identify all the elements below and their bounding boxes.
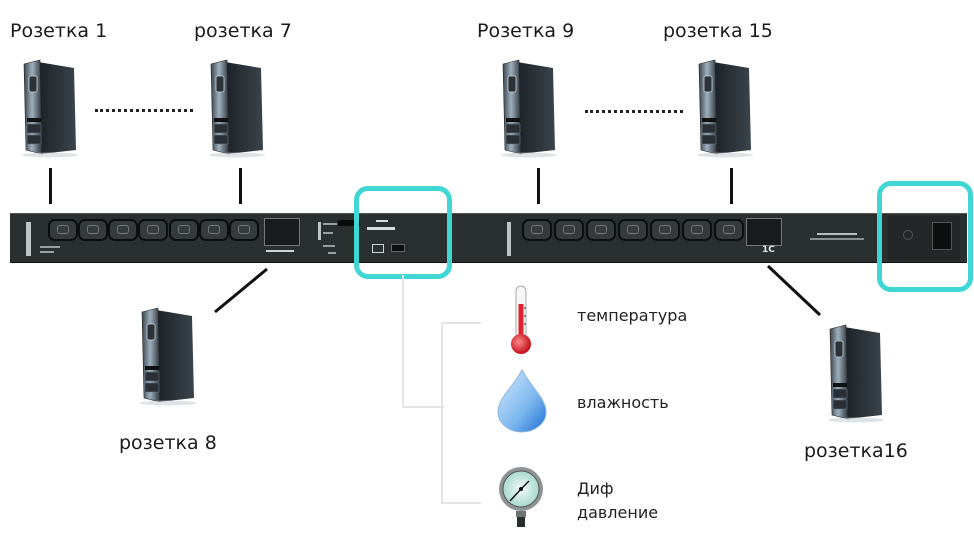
outlet-15-label: розетка 15 (663, 20, 773, 42)
connector-outlet-1 (49, 168, 52, 204)
diff-pressure-label-line1: Диф (577, 479, 614, 498)
connector-outlet-9 (537, 168, 540, 204)
outlet-9-label: Розетка 9 (477, 20, 575, 42)
socket-5 (169, 219, 199, 241)
sensor-tree-branch (441, 322, 481, 504)
pdu-marking (323, 223, 337, 225)
spec-plate-text (810, 238, 864, 240)
computer-icon-outlet-9 (497, 58, 561, 158)
socket-16-c19 (746, 218, 782, 246)
socket-12 (618, 219, 648, 241)
socket-6 (199, 219, 229, 241)
outlet-8-label: розетка 8 (119, 432, 217, 454)
diff-pressure-label-line2: давление (577, 503, 659, 522)
pdu-marking (266, 250, 294, 252)
diff-pressure-label: Диф давление (577, 477, 658, 525)
outlet-16-label: розетка16 (804, 440, 908, 462)
brand-logo (376, 220, 388, 222)
pdu-marking (328, 252, 336, 254)
pdu-marking (323, 232, 333, 234)
temperature-label: температура (577, 306, 688, 325)
humidity-label: влажность (577, 393, 669, 412)
connector-outlet-8 (214, 267, 268, 314)
socket-3 (108, 219, 138, 241)
outlet-7-label: розетка 7 (194, 20, 292, 42)
pdu-label-stripe-right (507, 222, 511, 256)
pdu-marking (40, 251, 54, 253)
socket-8-c19 (264, 218, 300, 246)
socket-13 (650, 219, 680, 241)
connector-outlet-15 (730, 168, 733, 204)
computer-icon-outlet-8 (136, 306, 200, 406)
sensor-tree-trunk (402, 275, 444, 408)
pdu-label-stripe-left (26, 222, 31, 256)
sensor-port-rj45[interactable] (372, 244, 384, 253)
computer-icon-outlet-15 (693, 58, 757, 158)
sensor-module-highlight (354, 186, 452, 279)
display-window (338, 220, 360, 226)
socket-9 (522, 219, 552, 241)
socket-14 (682, 219, 712, 241)
socket-1 (48, 219, 78, 241)
computer-icon-outlet-16 (824, 323, 888, 423)
connector-outlet-7 (239, 168, 242, 204)
pdu-marking (323, 245, 335, 247)
ellipsis-dots-right (585, 110, 683, 113)
socket-4 (138, 219, 168, 241)
socket-15 (714, 219, 744, 241)
computer-icon-outlet-7 (205, 58, 269, 158)
power-inlet-highlight (877, 181, 973, 292)
ground-symbol (903, 230, 913, 240)
connector-outlet-16 (766, 264, 822, 317)
socket-11 (586, 219, 616, 241)
socket-2 (78, 219, 108, 241)
control-panel-indicator (318, 222, 321, 240)
power-inlet-socket[interactable] (932, 222, 952, 250)
thermometer-icon (511, 285, 531, 354)
module-label: 1C (762, 245, 775, 255)
outlet-1-label: Розетка 1 (10, 20, 108, 42)
water-drop-icon (497, 368, 547, 433)
socket-7 (229, 219, 259, 241)
socket-10 (554, 219, 584, 241)
pdu-strip: 1C (10, 213, 967, 263)
computer-icon-outlet-1 (18, 58, 82, 158)
pdu-marking (40, 246, 60, 248)
ellipsis-dots-left (95, 109, 193, 112)
pressure-gauge-icon (499, 467, 543, 527)
model-plate (367, 227, 395, 230)
spec-plate-text (817, 233, 857, 235)
sensor-port-pair[interactable] (391, 244, 405, 252)
